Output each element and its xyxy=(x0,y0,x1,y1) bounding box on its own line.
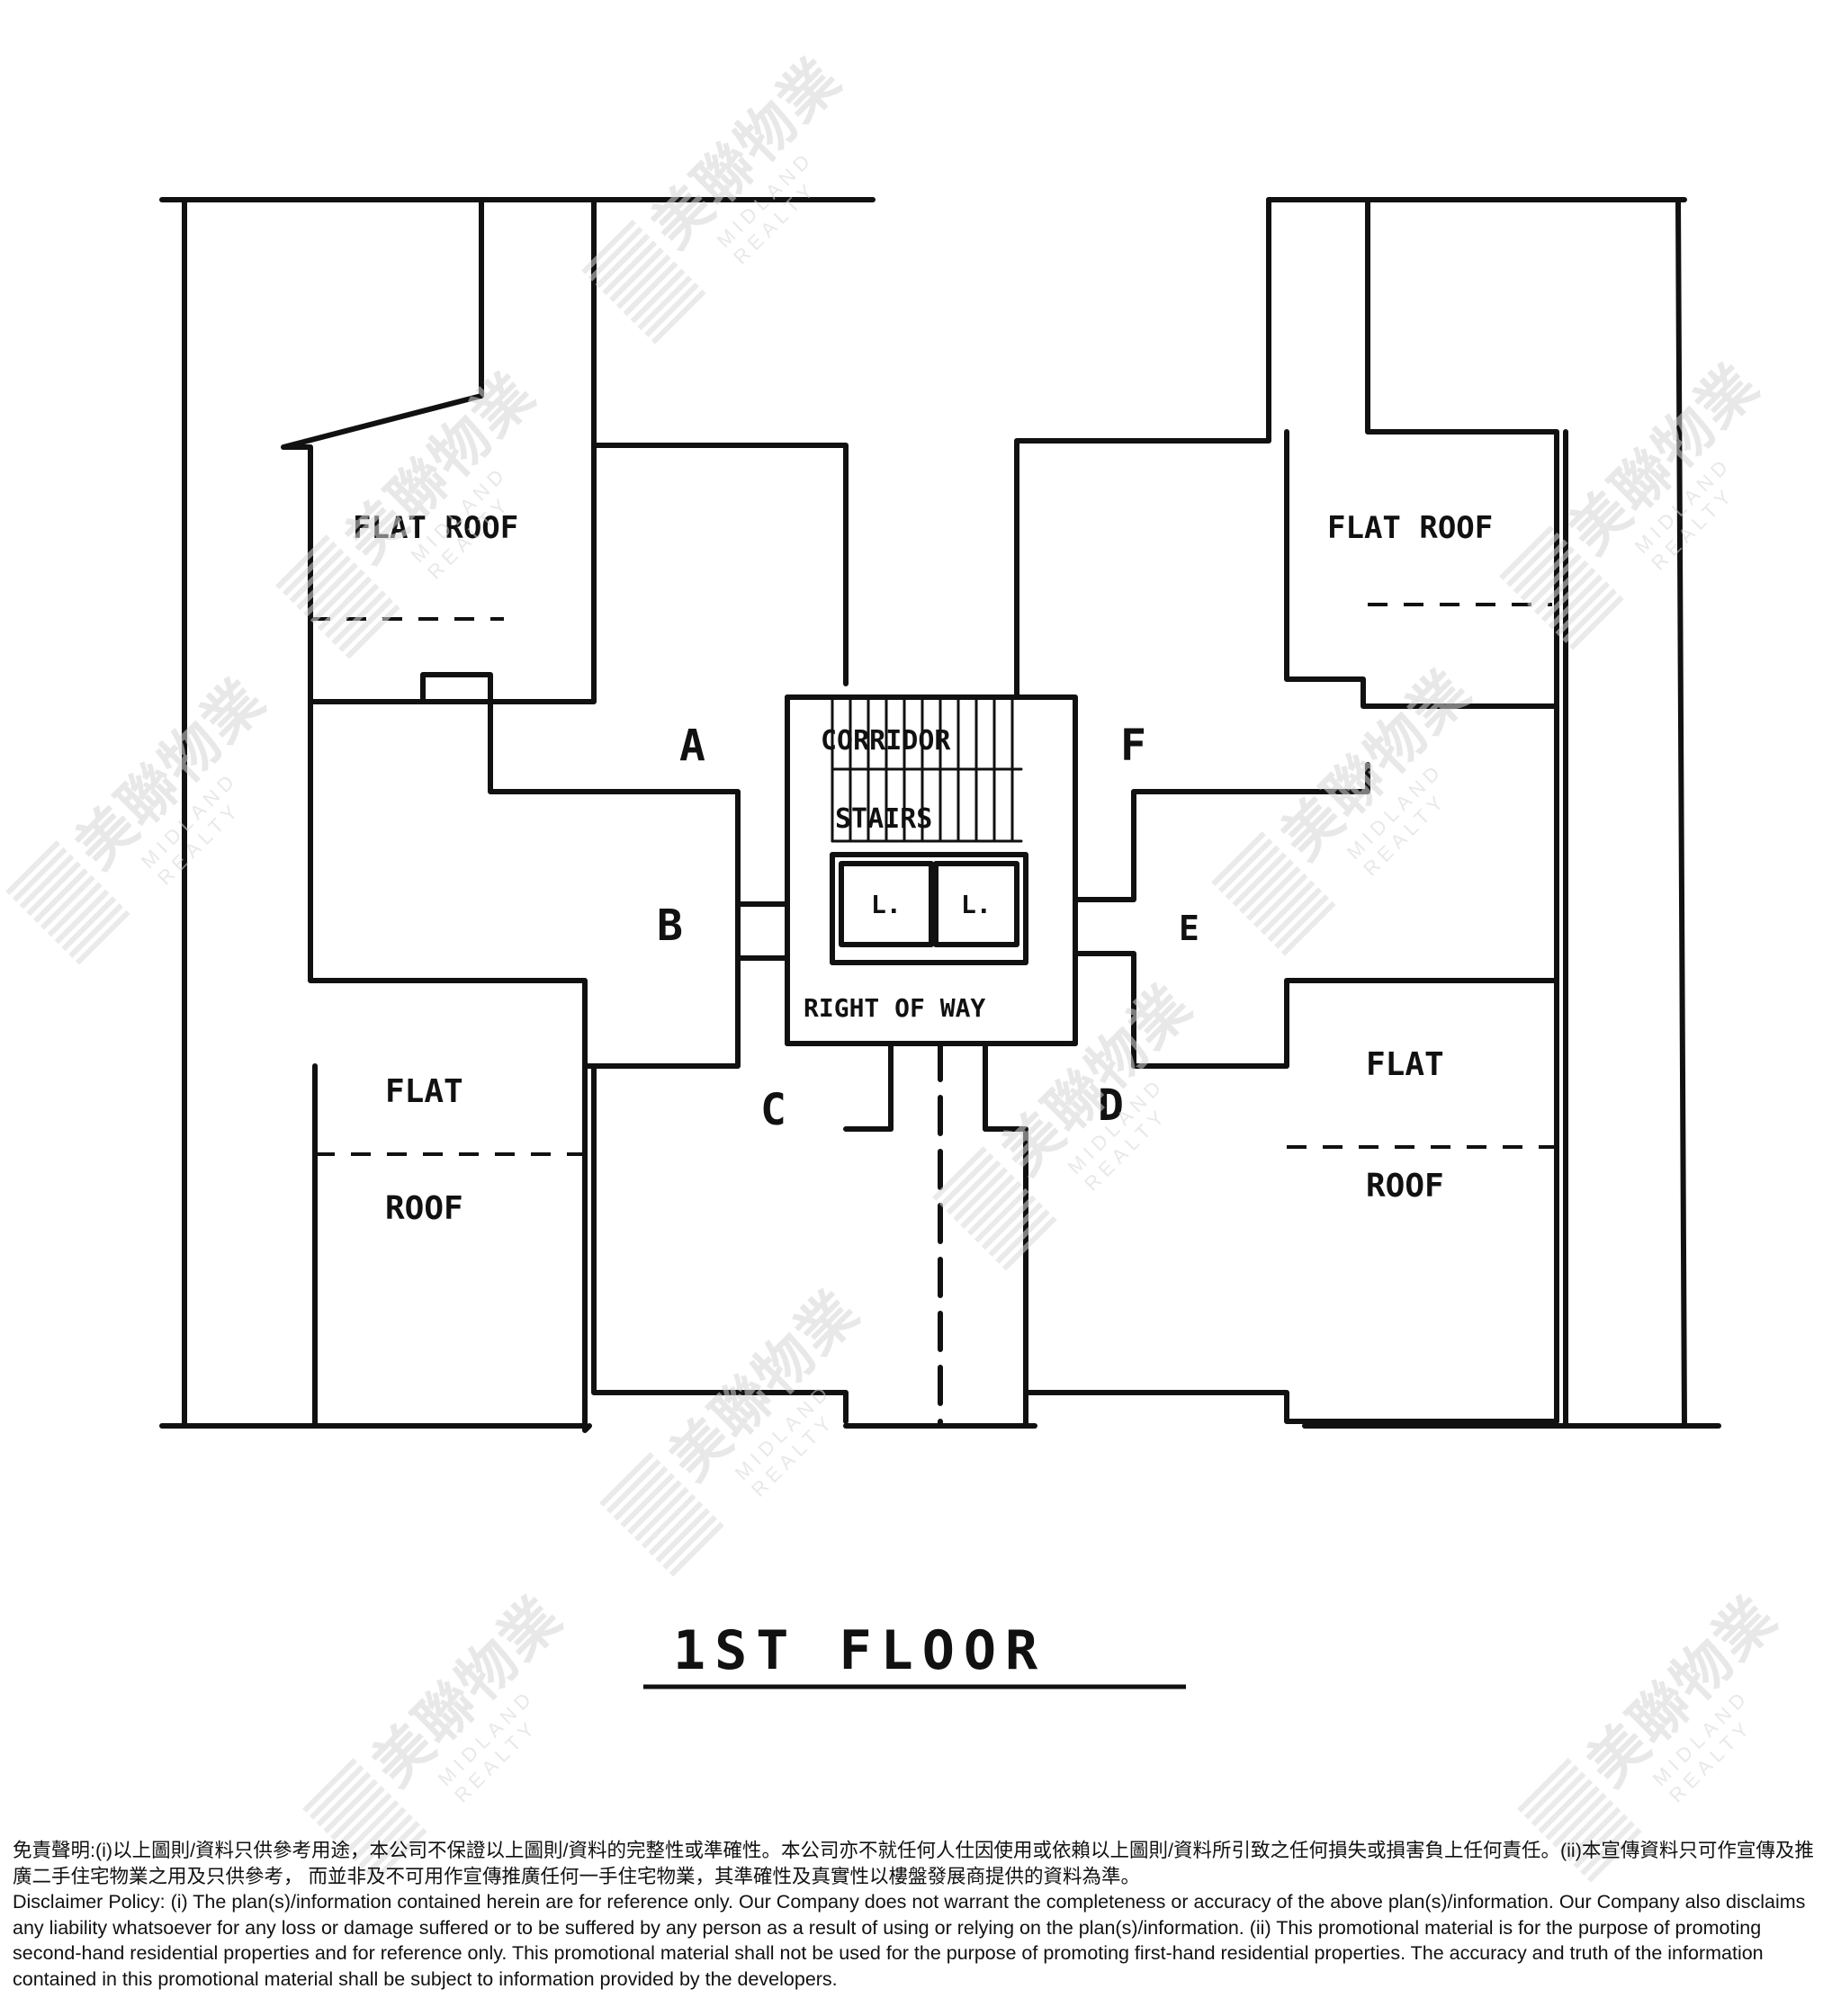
flat-roof-br-label-2: ROOF xyxy=(1366,1168,1444,1205)
disclaimer: 免責聲明:(i)以上圖則/資料只供參考用途，本公司不保證以上圖則/資料的完整性或… xyxy=(13,1838,1828,1992)
stairs-hatch xyxy=(831,695,1023,843)
wall-d-lower xyxy=(1023,978,1559,1424)
flat-roof-bl-label-1: FLAT xyxy=(385,1073,463,1110)
disclaimer-english: Disclaimer Policy: (i) The plan(s)/infor… xyxy=(13,1891,1806,1990)
wall-e-lower xyxy=(1073,951,1559,1069)
unit-b-label: B xyxy=(657,900,683,951)
lift-1-label: L. xyxy=(871,890,902,919)
wall-upper-left xyxy=(281,197,849,704)
wall-c-left xyxy=(582,1063,592,1433)
flat-roof-tr-label: FLAT ROOF xyxy=(1327,510,1493,546)
disclaimer-chinese: 免責聲明:(i)以上圖則/資料只供參考用途，本公司不保證以上圖則/資料的完整性或… xyxy=(13,1840,1814,1887)
corridor-label: CORRIDOR xyxy=(821,725,951,757)
unit-e-label: E xyxy=(1179,909,1199,948)
unit-d-label: D xyxy=(1098,1080,1124,1131)
floor-title: 1ST FLOOR xyxy=(673,1619,1046,1682)
lift-1 xyxy=(839,861,934,947)
flat-roof-tl-label: FLAT ROOF xyxy=(353,510,518,546)
wall-upper-right-2 xyxy=(1365,197,1559,983)
unit-f-label: F xyxy=(1120,721,1146,771)
flat-roof-br-label-1: FLAT xyxy=(1366,1046,1444,1083)
wall-b-lower xyxy=(582,906,741,1069)
lift-2-label: L. xyxy=(961,890,992,919)
wall-step-left xyxy=(420,672,741,911)
floor-plan: A B C D E F CORRIDOR STAIRS L. L. RIGHT … xyxy=(159,197,1721,1689)
wall-c xyxy=(591,1063,849,1424)
lift-frame xyxy=(830,852,1028,965)
lift-2 xyxy=(933,861,1019,947)
boundary-right xyxy=(1675,197,1687,1429)
flat-roof-bl-label-2: ROOF xyxy=(385,1190,463,1227)
wall-d-left xyxy=(983,1126,1028,1429)
unit-a-label: A xyxy=(679,721,705,771)
stairs-label: STAIRS xyxy=(835,803,932,835)
wall-e xyxy=(1073,762,1370,902)
wall-upper-right xyxy=(1014,197,1271,700)
wall-c-right xyxy=(843,1041,894,1132)
wall-e-top xyxy=(1284,429,1559,709)
right-of-way-label: RIGHT OF WAY xyxy=(804,993,985,1023)
unit-c-label: C xyxy=(760,1085,786,1135)
wall-left-unit-b xyxy=(308,699,588,1069)
